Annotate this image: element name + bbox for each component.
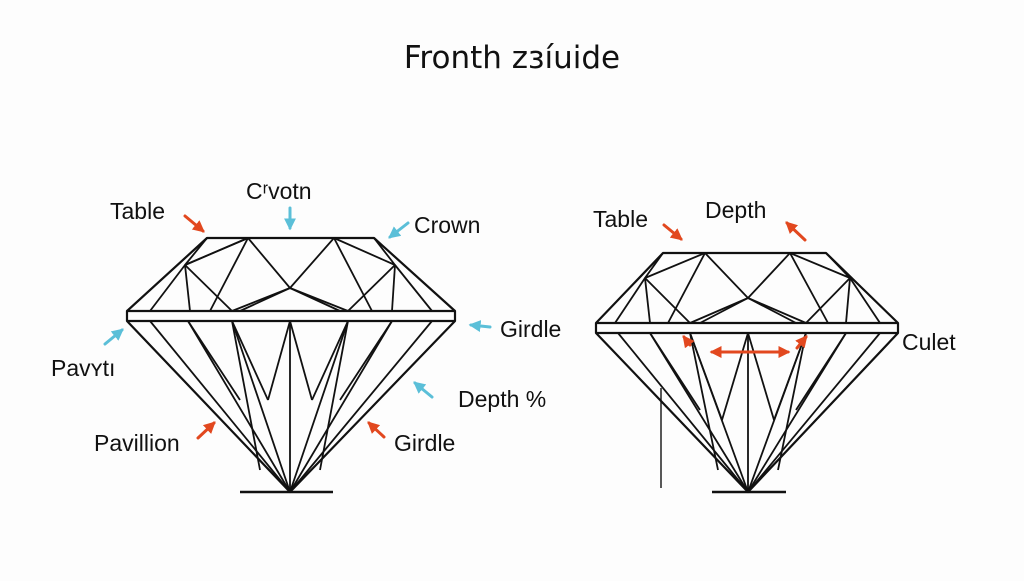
label-table-left: Table (110, 198, 165, 224)
label-girdle-lower-left: Girdle (394, 430, 456, 456)
arrow-depth-small-left (682, 335, 695, 349)
label-girdle-left: Girdle (500, 316, 562, 342)
arrow-depth-percent-left (413, 381, 434, 399)
arrows (103, 206, 808, 440)
arrow-girdle-left (468, 320, 492, 332)
label-culet-right: Culet (902, 329, 956, 355)
right-diamond-outline (594, 251, 900, 494)
label-crown-top-left: Cʳvotn (246, 178, 312, 204)
left-diamond (125, 236, 457, 494)
arrow-crown-left (388, 221, 410, 239)
label-crown-left: Crown (414, 212, 481, 238)
arrow-depth-small-right (795, 335, 808, 350)
label-depth-percent-left: Depth % (458, 386, 547, 412)
arrow-pavilion-left (196, 421, 216, 440)
right-diamond (594, 251, 900, 494)
left-pavilion-facets (149, 320, 433, 493)
arrow-depth-right (785, 221, 807, 242)
right-pavilion-facets (617, 332, 881, 493)
right-girdle (596, 321, 898, 335)
arrow-girdle-lower-left (367, 421, 386, 439)
arrow-table-right (662, 223, 683, 241)
label-depth-right: Depth (705, 197, 767, 223)
left-girdle (127, 309, 455, 323)
right-crown-facets (614, 252, 881, 324)
left-crown-facets (149, 237, 433, 312)
arrow-table-left (183, 214, 205, 233)
label-table-right: Table (593, 206, 648, 232)
label-pavilion-partial-left: Pavʏtı (51, 355, 116, 381)
label-pavilion-left: Pavillion (94, 430, 180, 456)
page-title: Fronth zзíuide (403, 40, 621, 76)
arrow-pavilion-partial-left (103, 328, 124, 346)
left-diamond-outline (125, 236, 457, 494)
